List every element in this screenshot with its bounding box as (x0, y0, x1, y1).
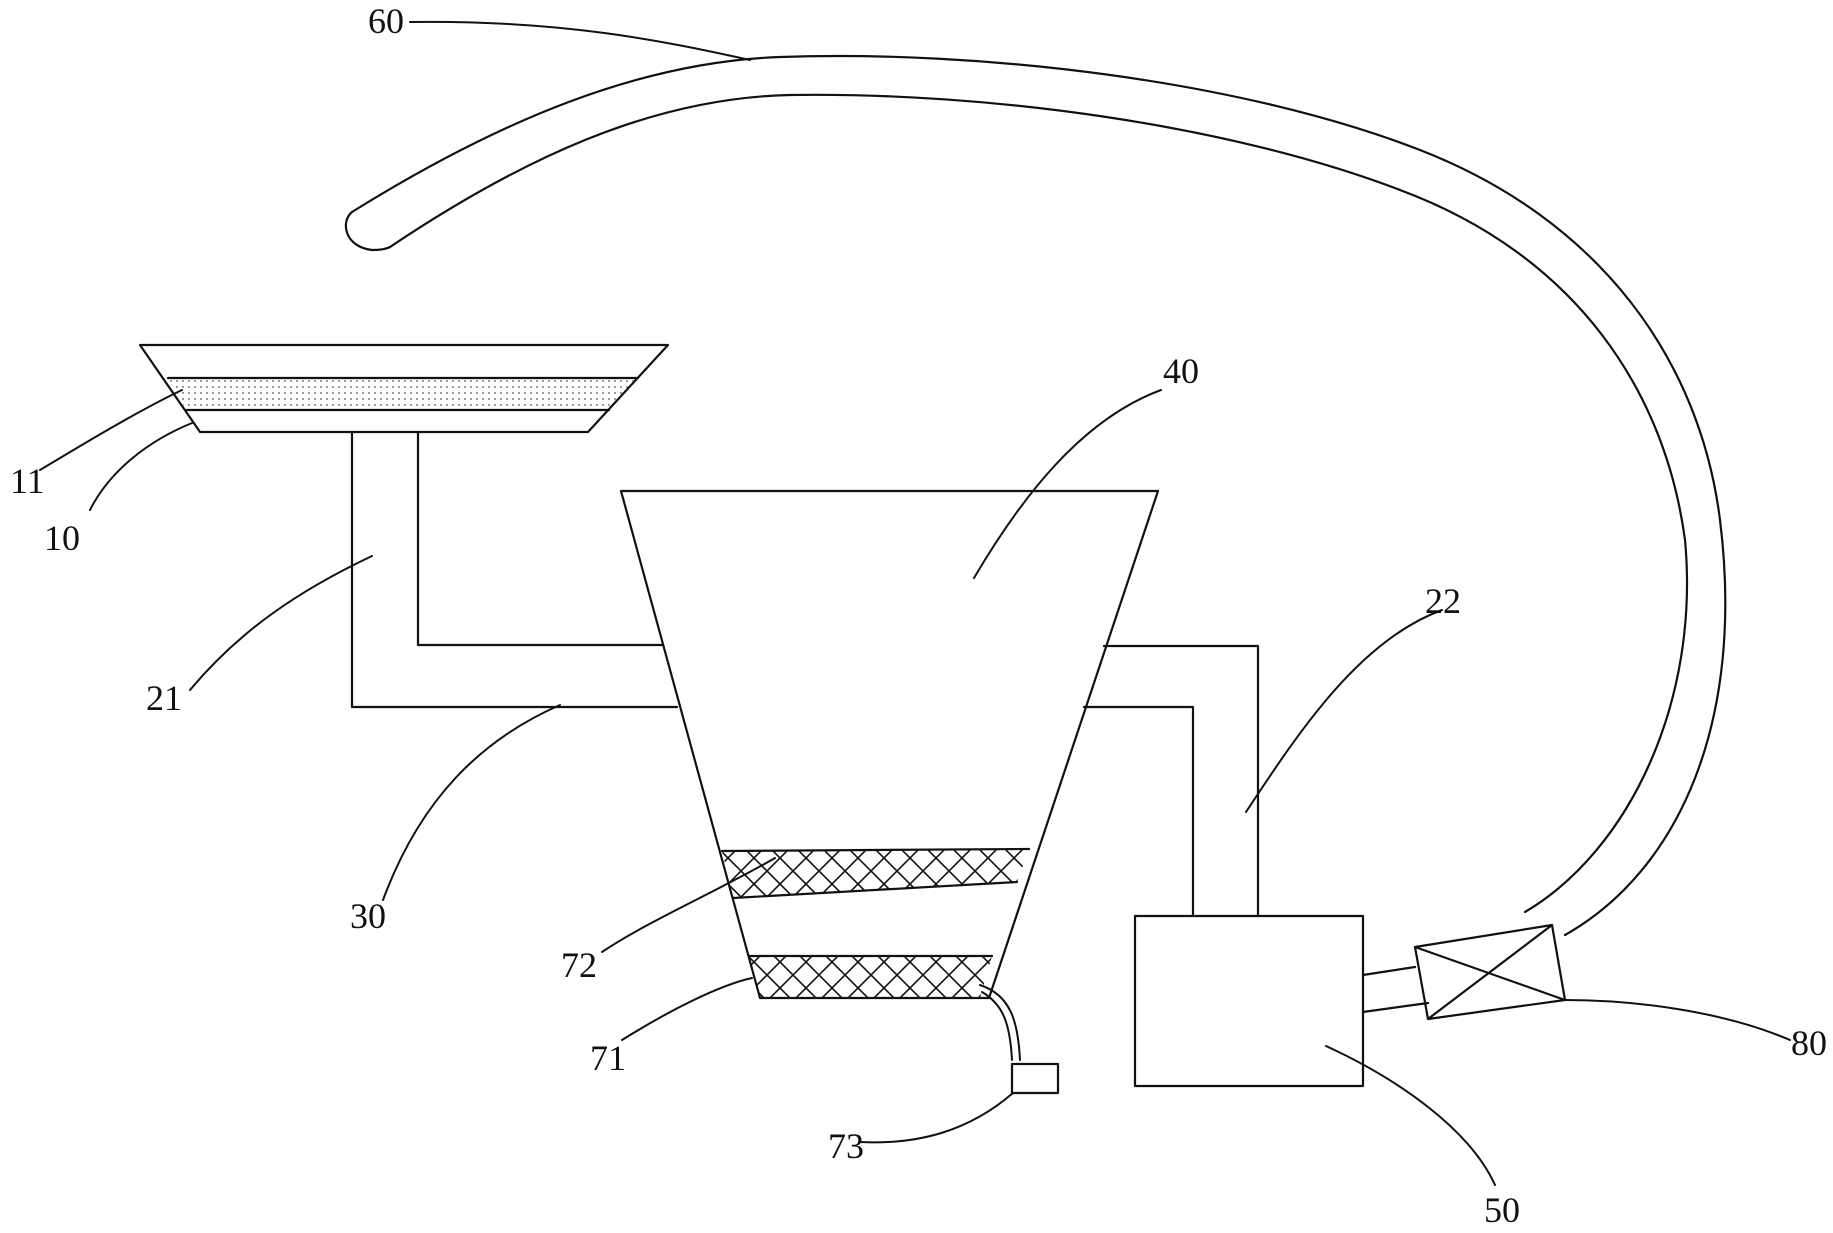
filter-layer-71 (747, 954, 994, 998)
box-50 (1133, 914, 1365, 1088)
leader-lines (39, 20, 1791, 1186)
label-30: 30 (350, 896, 386, 936)
label-71: 71 (590, 1038, 626, 1078)
wire-73 (979, 984, 1060, 1095)
label-73: 73 (828, 1126, 864, 1166)
label-50: 50 (1484, 1190, 1520, 1230)
filter-layer-72 (720, 847, 1031, 900)
label-11: 11 (10, 461, 45, 501)
label-22: 22 (1425, 581, 1461, 621)
pipe-21-30 (350, 430, 679, 709)
label-21: 21 (146, 678, 182, 718)
sensor-73 (1010, 1062, 1060, 1095)
valve-80 (1413, 923, 1567, 1021)
container-40 (619, 489, 1160, 1000)
collector-10 (138, 343, 670, 434)
label-60: 60 (368, 1, 404, 41)
label-40: 40 (1163, 351, 1199, 391)
pipe-22 (1082, 644, 1260, 918)
filter-layer-11 (168, 378, 638, 410)
label-80: 80 (1791, 1023, 1827, 1063)
label-10: 10 (44, 518, 80, 558)
label-72: 72 (561, 945, 597, 985)
connector-50-80 (1361, 965, 1430, 1014)
hose-60 (344, 54, 1727, 937)
reference-labels: 60 40 11 10 21 22 30 72 71 73 50 80 (10, 1, 1827, 1230)
